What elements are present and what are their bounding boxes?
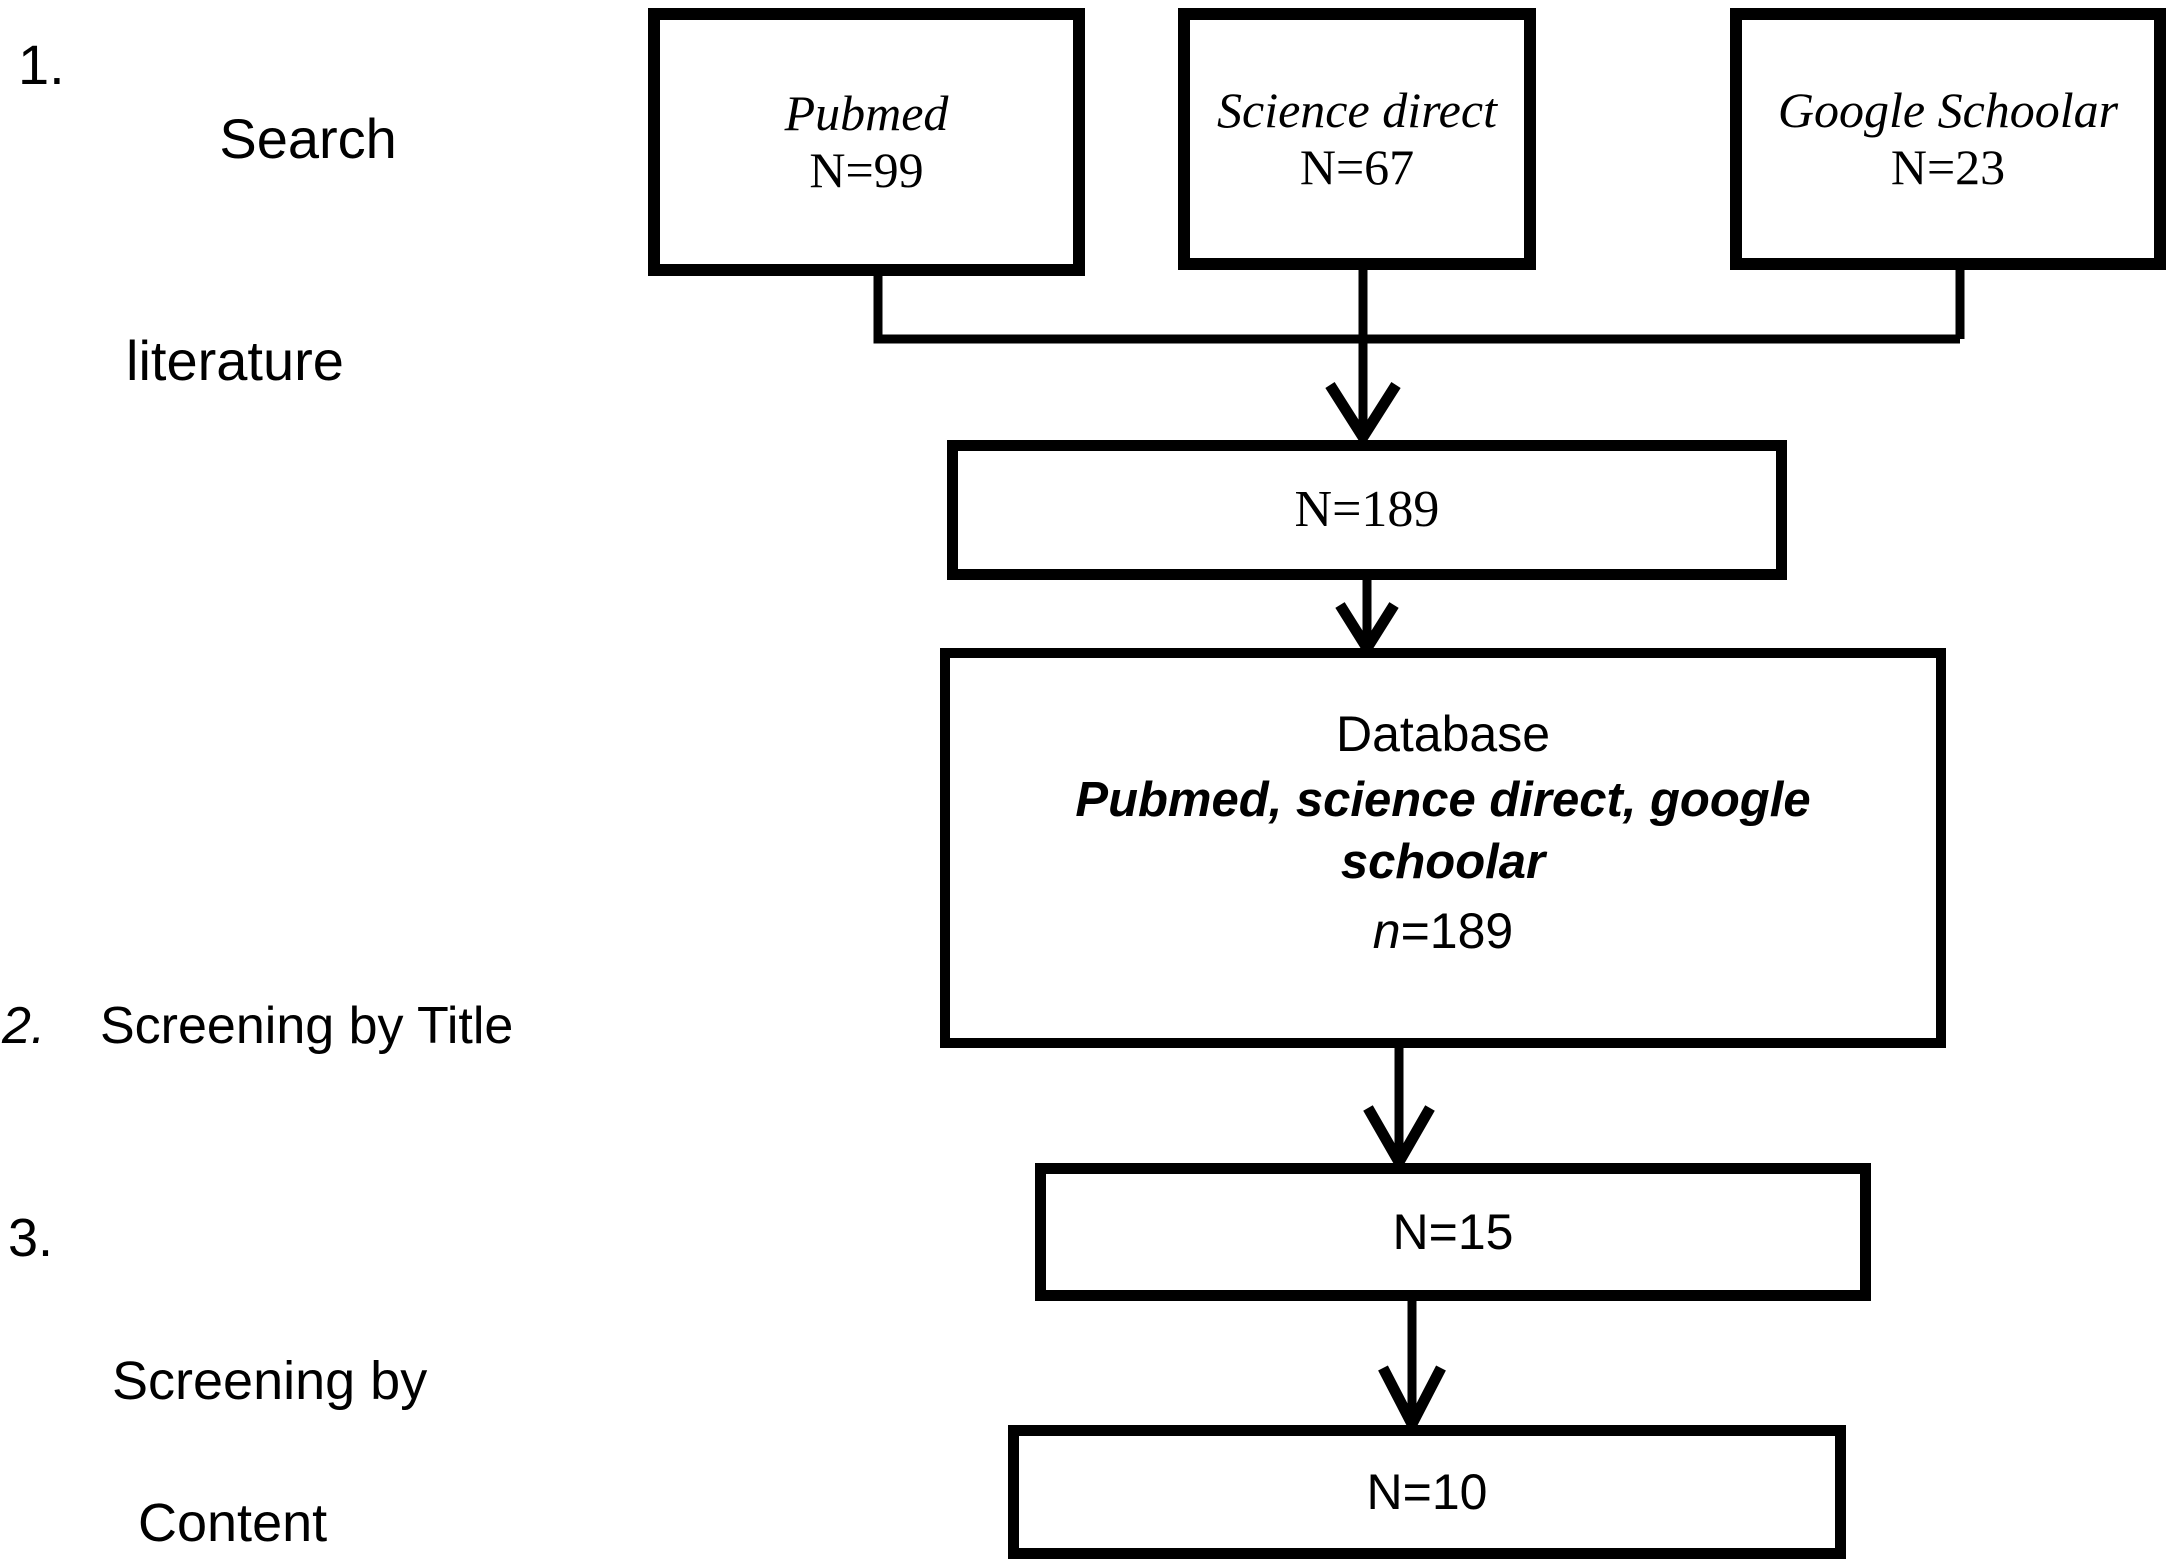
stage-3-line-2: Content: [138, 1493, 328, 1554]
branch-line-left-right: [873, 276, 1960, 344]
source-name-google-scholar: Google Schoolar: [1777, 82, 2119, 138]
arrowhead-to-screened-content: [1378, 1365, 1446, 1436]
source-box-google-scholar: Google Schoolar N=23: [1730, 8, 2166, 270]
stage-label-screening-by-title: 2. Screening by Title: [2, 992, 560, 1061]
stage-label-screening-by-content: 3. Screening by Content: [8, 1203, 442, 1563]
stage-1-text: Search literature: [126, 28, 426, 471]
stage-1-number: 1.: [18, 33, 65, 96]
stage-1-line-2: literature: [126, 328, 344, 392]
stage-label-search-literature: 1. Search literature: [18, 28, 426, 471]
source-count-science-direct: N=67: [1299, 139, 1415, 195]
source-count-pubmed: N=99: [809, 142, 924, 198]
database-count-value: =189: [1400, 903, 1514, 960]
screened-by-title-count: N=15: [1392, 1203, 1514, 1260]
stage-2-text: Screening by Title: [100, 997, 514, 1055]
source-name-science-direct: Science direct: [1217, 82, 1497, 138]
source-name-pubmed: Pubmed: [784, 85, 949, 141]
total-records-box: N=189: [947, 440, 1787, 580]
stage-3-line-1: Screening by: [112, 1350, 428, 1411]
arrowhead-to-total: [1325, 382, 1401, 448]
arrowhead-to-screened-title: [1363, 1105, 1435, 1174]
stage-1-line-1: Search: [219, 106, 397, 170]
database-count-prefix: n: [1372, 903, 1401, 960]
stage-3-number: 3.: [8, 1208, 54, 1268]
arrowhead-to-database: [1335, 602, 1399, 659]
database-sources: Pubmed, science direct, google schoolar: [1075, 773, 1811, 889]
screened-by-content-count: N=10: [1366, 1463, 1488, 1520]
stage-3-text: Screening by Content: [112, 1203, 442, 1563]
total-records-count: N=189: [1294, 481, 1440, 539]
screened-by-title-box: N=15: [1035, 1163, 1871, 1301]
database-title: Database: [1335, 706, 1551, 762]
database-count: n=189: [1373, 901, 1513, 961]
source-box-science-direct: Science direct N=67: [1178, 8, 1536, 270]
source-count-google-scholar: N=23: [1890, 139, 2006, 195]
screened-by-content-box: N=10: [1008, 1425, 1846, 1559]
database-box: Database Pubmed, science direct, google …: [940, 648, 1946, 1048]
stage-2-number: 2.: [2, 997, 46, 1055]
source-box-pubmed: Pubmed N=99: [648, 8, 1085, 276]
